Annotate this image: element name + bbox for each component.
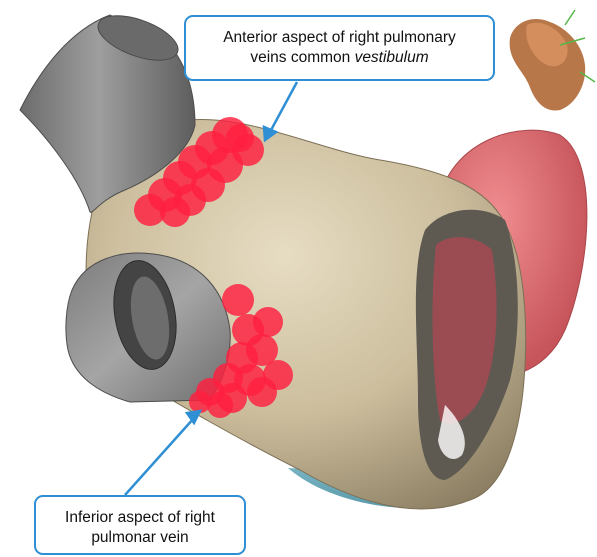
callout-top-line1: Anterior aspect of right pulmonary xyxy=(186,28,493,48)
orientation-thumbnail xyxy=(510,10,595,110)
callout-bottom-line1: Inferior aspect of right xyxy=(36,508,244,528)
callout-anterior-vestibulum: Anterior aspect of right pulmonary veins… xyxy=(184,15,495,81)
callout-bottom-line2: pulmonar vein xyxy=(36,528,244,548)
callout-top-line2-text: veins common xyxy=(250,49,354,66)
callout-top-line2: veins common vestibulum xyxy=(186,48,493,68)
callout-inferior-vein: Inferior aspect of right pulmonar vein xyxy=(34,495,246,555)
callout-top-line2-italic: vestibulum xyxy=(355,49,429,66)
